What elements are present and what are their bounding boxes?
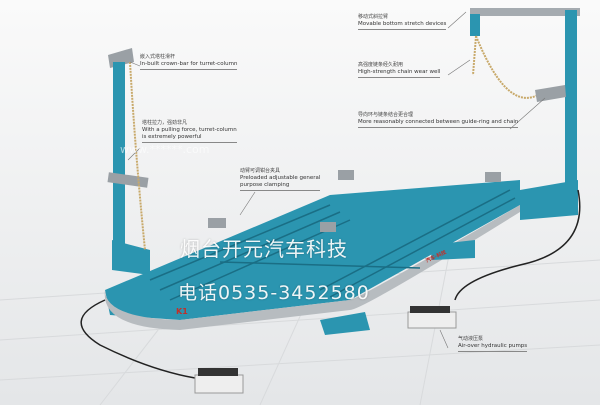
watermark-company: 烟台开元汽车科技 (180, 237, 348, 261)
watermark-phone: 电话0535-3452580 (178, 282, 370, 304)
model-label: K1 (176, 307, 188, 316)
callout-leader-lines (127, 11, 546, 349)
callout-crown-bar: 嵌入式塔柱滑杆 In-built crown-bar for turret-co… (140, 54, 238, 70)
frame-platform (80, 170, 521, 379)
watermark-site: www.******.com (120, 143, 210, 156)
callout-clamping: 动臂可调钳台夹具 Preloaded adjustable general pu… (240, 168, 321, 191)
callout-chain: 高强度链条经久耐用 High-strength chain wear well (358, 62, 441, 78)
callout-pumps: 气动液压泵 Air-over hydraulic pumps (458, 336, 528, 352)
callout-zh: 动臂可调钳台夹具 (240, 168, 281, 174)
callout-en: With a pulling force, turret-column (142, 127, 237, 133)
callout-zh: 塔柱拉力，强劲非凡 (142, 120, 188, 126)
callout-en: More reasonably connected between guide-… (358, 119, 519, 125)
callout-zh: 嵌入式塔柱滑杆 (140, 54, 176, 60)
callout-zh: 导向环与链条结合更合理 (358, 112, 414, 118)
callout-stretch-devices: 移动式斜拉臂 Movable bottom stretch devices (358, 14, 447, 30)
callout-en: is extremely powerful (142, 134, 202, 140)
right-turret-column (454, 8, 581, 301)
callout-en: purpose clamping (240, 182, 290, 188)
callout-en: Preloaded adjustable general (240, 175, 321, 181)
callout-en: Movable bottom stretch devices (358, 21, 447, 27)
callout-guide-ring: 导向环与链条结合更合理 More reasonably connected be… (358, 112, 519, 128)
hydraulic-pump-right (407, 306, 457, 329)
callout-en: In-built crown-bar for turret-column (140, 61, 238, 67)
callout-pulling-force: 塔柱拉力，强劲非凡 With a pulling force, turret-c… (142, 120, 237, 143)
hydraulic-pump-left (194, 368, 244, 394)
callout-zh: 高强度链条经久耐用 (358, 62, 404, 68)
callout-zh: 移动式斜拉臂 (358, 14, 389, 20)
callout-zh: 气动液压泵 (458, 336, 484, 342)
callout-en: Air-over hydraulic pumps (458, 343, 528, 349)
left-turret-column (107, 48, 150, 275)
callout-en: High-strength chain wear well (358, 69, 441, 75)
